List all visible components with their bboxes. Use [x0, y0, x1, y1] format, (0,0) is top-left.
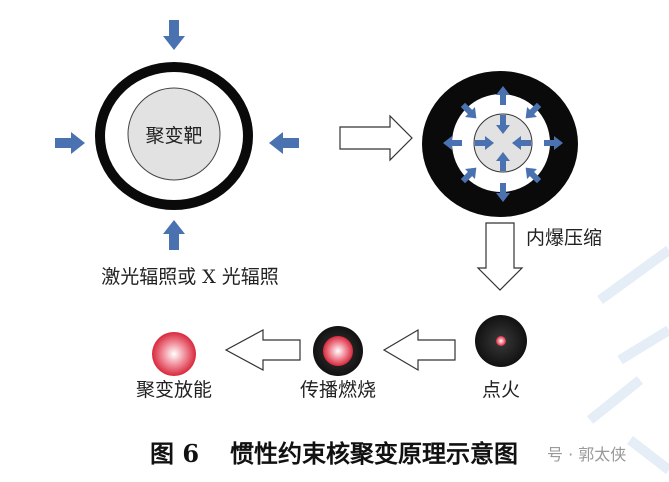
- caption-number: 图 6: [150, 439, 199, 468]
- arrow-down-icon: [163, 20, 185, 50]
- fusion-energy-ball: [152, 332, 196, 376]
- watermark-pattern: [586, 245, 669, 474]
- process-arrow-right-icon: [339, 114, 413, 162]
- process-arrow-left-icon-2: [224, 328, 301, 372]
- compressed-core: [473, 113, 533, 173]
- implosion-stage: [422, 71, 578, 217]
- watermark-text: 号 · 郭太侠: [547, 445, 626, 464]
- process-arrow-down-icon: [476, 222, 524, 291]
- arrow-right-icon: [55, 132, 85, 154]
- fusion-energy-label: 聚变放能: [136, 379, 212, 401]
- target-core: [127, 87, 221, 181]
- process-arrow-left-icon: [382, 328, 456, 372]
- burn-front: [323, 336, 353, 366]
- ignition-label: 点火: [482, 379, 520, 401]
- target-label: 聚变靶: [145, 125, 202, 147]
- arrow-up-icon: [163, 220, 185, 250]
- burn-label: 传播燃烧: [300, 379, 376, 401]
- irradiation-label: 激光辐照或 X 光辐照: [101, 266, 279, 288]
- implosion-label: 内爆压缩: [526, 227, 602, 249]
- arrow-left-icon: [269, 132, 299, 154]
- hot-spot: [496, 336, 506, 346]
- fusion-target-stage: [55, 20, 299, 250]
- caption-text: 惯性约束核聚变原理示意图: [230, 439, 518, 468]
